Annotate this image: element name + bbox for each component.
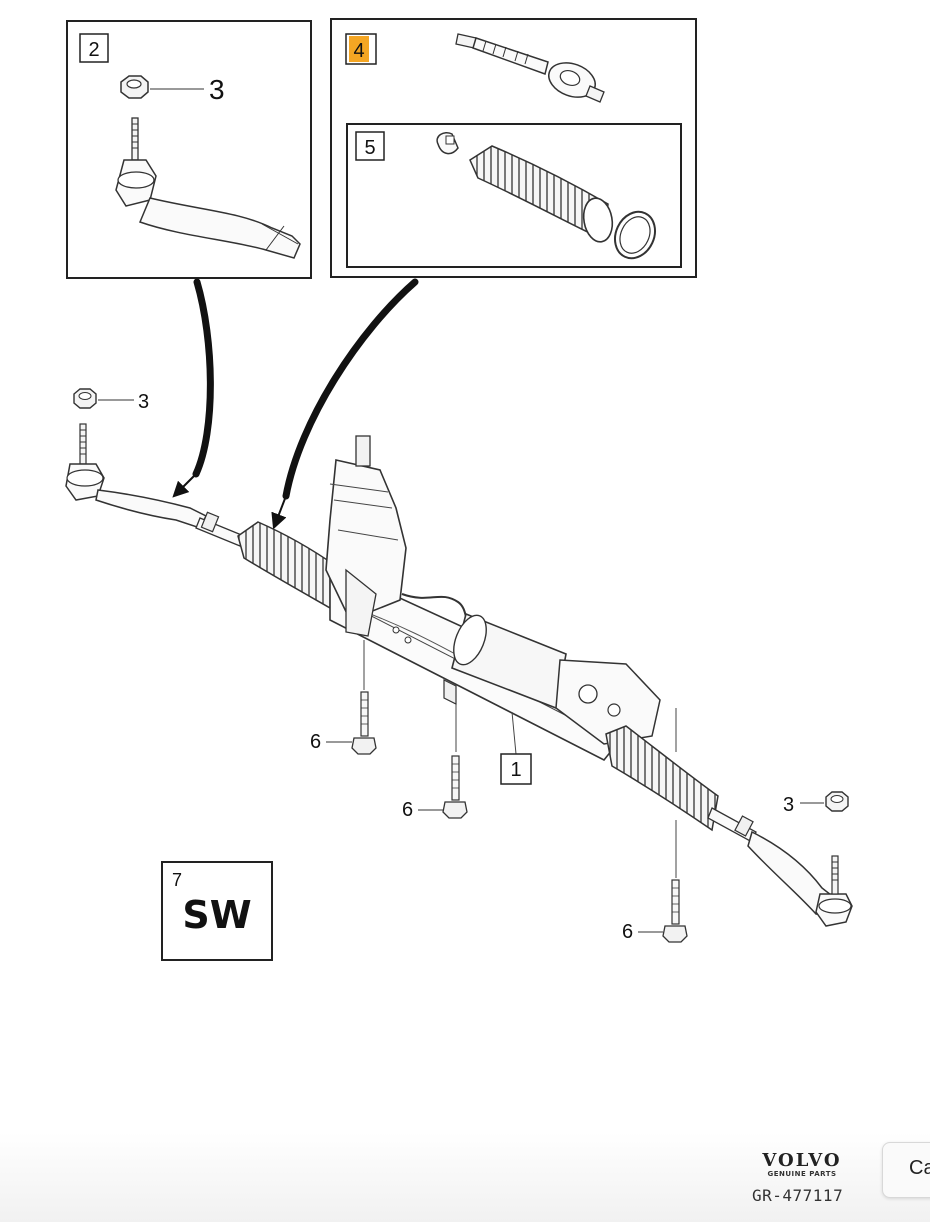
clamp-icon <box>436 132 459 155</box>
inner-tie-rod-icon <box>455 33 605 103</box>
panel-ref-4: 4 <box>353 40 364 62</box>
callout-nut-right: 3 <box>783 794 794 816</box>
callout-nut-panel: 3 <box>209 74 225 105</box>
left-tie-rod-end <box>65 423 208 529</box>
nut-icon <box>825 791 849 812</box>
right-tie-rod-end <box>747 830 853 927</box>
callout-bolt-b: 6 <box>402 799 413 821</box>
tie-rod-end-icon <box>115 117 301 259</box>
bolt-icon <box>351 691 377 755</box>
sw-label: SW <box>182 893 251 937</box>
callout-box-rack[interactable]: 1 <box>500 753 532 785</box>
bellows-boot-icon <box>469 145 614 243</box>
panel-ref-2: 2 <box>88 39 99 61</box>
leader-arrows <box>172 278 419 530</box>
side-action-button[interactable]: Ca <box>882 1142 930 1198</box>
nut-icon <box>120 75 149 99</box>
nut-icon <box>73 388 97 409</box>
callout-bolt-c: 6 <box>622 921 633 943</box>
callout-nut-left: 3 <box>138 391 149 413</box>
panel-boot-kit[interactable]: 5 <box>346 123 682 268</box>
panel-ref-5: 5 <box>364 137 375 159</box>
callout-rack-main: 1 <box>510 759 521 781</box>
bolt-icon <box>662 879 688 943</box>
volvo-logo: VOLVO GENUINE PARTS <box>742 1150 862 1178</box>
panel-inner-tie-rod[interactable]: 4 5 <box>330 18 697 278</box>
bolt-icon <box>442 755 468 819</box>
side-action-button-label: Ca <box>909 1157 930 1179</box>
sw-ref-7: 7 <box>172 870 182 890</box>
steering-wheel-side-box[interactable]: 7 SW <box>161 861 273 961</box>
footer-bar <box>0 1132 930 1222</box>
brand-wordmark: VOLVO <box>762 1150 842 1171</box>
diagram-reference-code: GR-477117 <box>752 1186 844 1205</box>
seal-ring-icon <box>614 210 656 260</box>
steering-rack-assembly: 3 <box>65 388 853 927</box>
callout-bolt-a: 6 <box>310 731 321 753</box>
brand-subtitle: GENUINE PARTS <box>767 1170 837 1178</box>
panel-tie-rod-end[interactable]: 2 3 <box>66 20 312 279</box>
